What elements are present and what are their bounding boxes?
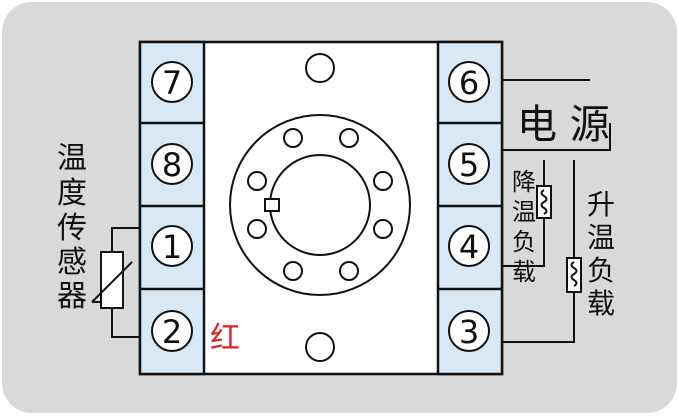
terminal-2: 2: [151, 310, 193, 352]
temperature-sensor-label: 温 度 传 感 器: [57, 141, 87, 314]
heating-load-label: 升 温 负 载: [587, 188, 615, 320]
svg-text:升: 升: [587, 188, 615, 221]
sensor-wiring: [91, 227, 140, 338]
terminal-6: 6: [448, 61, 490, 103]
terminal-3: 3: [448, 310, 490, 352]
mounting-hole-top: [305, 53, 335, 83]
terminal-6-label: 6: [459, 64, 479, 102]
power-label: 电 源: [517, 102, 610, 148]
terminal-3-label: 3: [459, 313, 479, 351]
svg-text:降: 降: [512, 168, 536, 196]
cooling-load-label: 降 温 负 载: [512, 168, 536, 286]
red-wire-label: 红: [210, 321, 240, 356]
socket-graphic: [229, 53, 411, 362]
socket-pin-holes: [247, 128, 393, 281]
terminal-1: 1: [151, 225, 193, 267]
terminal-1-label: 1: [162, 228, 182, 266]
socket-inner-ring: [269, 154, 371, 256]
cooling-load-wiring: [502, 160, 552, 267]
svg-text:温: 温: [57, 141, 87, 176]
svg-text:感: 感: [57, 245, 87, 280]
mounting-hole-bottom: [305, 332, 335, 362]
terminal-7-label: 7: [162, 64, 182, 102]
svg-text:载: 载: [587, 287, 615, 320]
svg-text:温: 温: [512, 198, 536, 226]
svg-text:器: 器: [57, 279, 87, 314]
power-wiring: [502, 79, 611, 151]
svg-text:载: 载: [512, 258, 536, 286]
terminal-2-label: 2: [162, 313, 182, 351]
terminal-5-label: 5: [459, 146, 479, 184]
svg-text:负: 负: [587, 254, 615, 287]
terminal-8-label: 8: [162, 146, 182, 184]
heating-load-wiring: [502, 160, 582, 343]
svg-text:度: 度: [57, 176, 87, 211]
terminal-4-label: 4: [459, 228, 479, 266]
terminal-5: 5: [448, 143, 490, 185]
socket-key: [264, 198, 280, 212]
terminal-7: 7: [151, 61, 193, 103]
svg-text:温: 温: [587, 221, 615, 254]
svg-text:传: 传: [57, 211, 87, 246]
svg-text:负: 负: [512, 228, 536, 256]
terminal-8: 8: [151, 143, 193, 185]
terminal-4: 4: [448, 225, 490, 267]
